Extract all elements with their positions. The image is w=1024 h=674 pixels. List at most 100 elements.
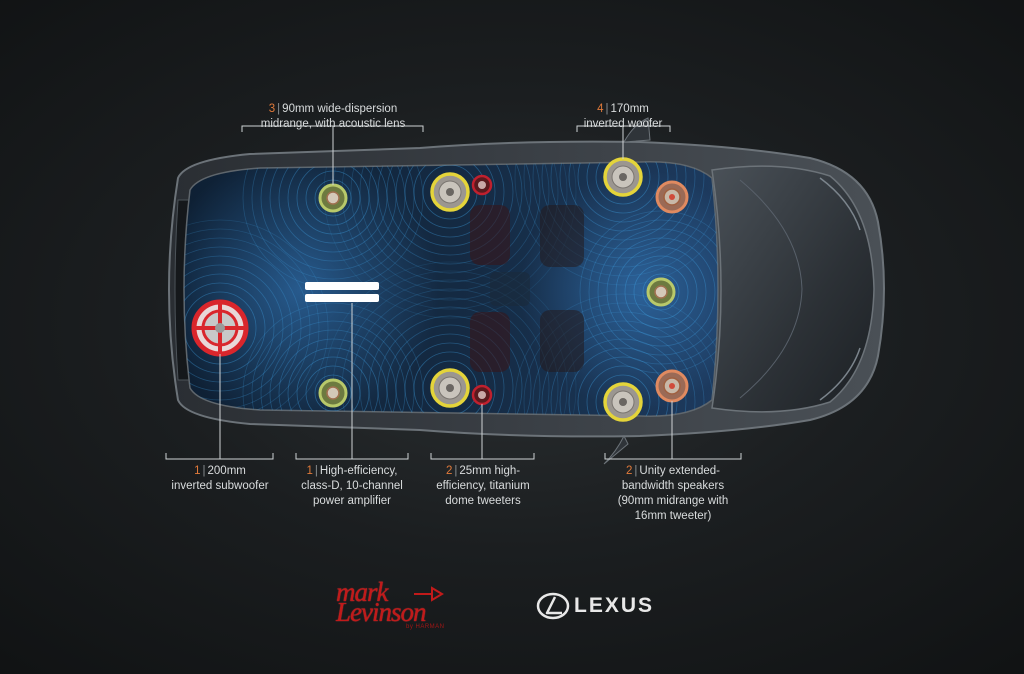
sound-wave-ring xyxy=(579,210,718,374)
sound-wave-ring xyxy=(278,338,388,417)
sound-wave-ring xyxy=(597,228,718,356)
logo-subtext: by HARMAN xyxy=(406,624,445,630)
callout-text: efficiency, titanium xyxy=(436,480,530,492)
sound-wave-ring xyxy=(287,347,379,417)
callout-text: 170mm xyxy=(610,103,649,115)
midrange-speaker-icon xyxy=(318,183,348,213)
callout-amplifier: 1|High-efficiency, class-D, 10-channel p… xyxy=(290,464,414,509)
sound-wave-ring xyxy=(260,320,406,417)
sound-wave-ring xyxy=(386,324,514,417)
callout-text: 25mm high- xyxy=(459,465,521,477)
sound-wave-ring xyxy=(550,329,696,417)
sound-wave-ring xyxy=(359,297,541,417)
woofer-speaker-icon xyxy=(430,368,470,408)
callout-text: inverted subwoofer xyxy=(171,480,269,492)
sound-wave-ring xyxy=(269,161,397,262)
lexus-wordmark: LEXUS xyxy=(574,594,655,617)
sound-wave-ring xyxy=(260,161,406,271)
sound-wave-ring xyxy=(588,219,718,365)
woofer-speaker-icon xyxy=(430,172,470,212)
sound-wave-ring xyxy=(184,219,329,417)
sound-wave-ring xyxy=(278,161,388,253)
seats xyxy=(470,205,584,372)
sound-wave-ring xyxy=(359,161,541,283)
sound-wave-ring xyxy=(559,161,687,241)
sound-wave-ring xyxy=(514,293,718,417)
sound-wave-ring xyxy=(287,161,379,244)
sound-wave-ring xyxy=(251,311,415,417)
leader-lines xyxy=(165,125,742,460)
callout-text: inverted woofer xyxy=(583,118,663,130)
sound-wave-ring xyxy=(586,161,660,214)
sound-wave-ring xyxy=(633,264,689,320)
sound-wave-ring xyxy=(350,288,550,417)
amplifier-icon xyxy=(305,282,379,302)
sound-wave-ring xyxy=(296,356,370,417)
sound-wave-ring xyxy=(269,329,397,417)
callout-text: class-D, 10-channel xyxy=(301,480,403,492)
car-hood xyxy=(711,165,875,413)
sound-wave-ring xyxy=(368,161,532,274)
sound-wave-ring xyxy=(523,161,718,277)
sound-wave-ring xyxy=(595,374,651,417)
callout-text: midrange, with acoustic lens xyxy=(260,118,406,130)
sound-wave-ring xyxy=(242,302,424,417)
callout-text: 16mm tweeter) xyxy=(634,510,712,522)
tweeter-speaker-icon xyxy=(471,174,493,196)
callout-number: 1 xyxy=(306,465,313,477)
callout-text: power amplifier xyxy=(313,495,391,507)
callout-number: 3 xyxy=(268,103,276,115)
sound-wave-ring xyxy=(577,161,669,223)
sound-wave-ring xyxy=(404,342,496,417)
sound-wave-ring xyxy=(595,161,651,205)
callout-text: High-efficiency, xyxy=(319,465,398,477)
midrange-speaker-icon xyxy=(318,378,348,408)
sound-wave-ring xyxy=(314,374,352,412)
sound-wave-ring xyxy=(642,273,680,311)
woofer-speaker-icon xyxy=(603,382,643,422)
callout-number: 4 xyxy=(597,103,604,115)
callout-woofer: 4|170mm inverted woofer xyxy=(574,102,672,132)
callout-text: dome tweeters xyxy=(445,495,521,507)
lexus-emblem-icon xyxy=(536,592,570,620)
sound-wave-ring xyxy=(251,161,415,280)
unity-speaker-icon xyxy=(655,369,689,403)
sound-wave-ring xyxy=(305,365,361,417)
callout-unity: 2|Unity extended- bandwidth speakers (90… xyxy=(598,464,748,524)
lexus-logo: LEXUS xyxy=(536,590,686,624)
sound-wave-ring xyxy=(624,255,698,329)
sound-wave-ring xyxy=(368,306,532,417)
sound-wave-ring xyxy=(350,161,550,292)
sound-wave-ring xyxy=(514,161,718,286)
woofer-speaker-icon xyxy=(603,157,643,197)
sound-wave-ring xyxy=(377,161,523,265)
callout-text: Unity extended- xyxy=(639,465,720,477)
callout-text: 200mm xyxy=(207,465,246,477)
callout-tweeters: 2|25mm high- efficiency, titanium dome t… xyxy=(424,464,542,509)
side-mirror-bottom xyxy=(603,434,629,465)
mark-levinson-logo: mark Levinson by HARMAN xyxy=(336,578,476,632)
sound-wave-ring xyxy=(184,228,320,417)
sound-wave-ring xyxy=(550,161,696,250)
midrange-speaker-icon xyxy=(646,277,676,307)
callout-text: (90mm midrange with xyxy=(617,495,729,507)
callout-subwoofer: 1|200mm inverted subwoofer xyxy=(160,464,280,494)
sound-wave-ring xyxy=(386,161,514,256)
sound-wave-ring xyxy=(615,246,707,338)
sound-wave-ring xyxy=(559,338,687,417)
sound-wave-ring xyxy=(184,237,311,417)
logo-text: mark xyxy=(336,577,388,607)
logo-text: Levinson xyxy=(336,597,426,627)
subwoofer-icon xyxy=(191,299,249,357)
sound-wave-ring xyxy=(606,237,716,347)
unity-speaker-icon xyxy=(655,180,689,214)
callout-text: 90mm wide-dispersion xyxy=(282,103,398,115)
sound-wave-ring xyxy=(523,302,718,417)
side-mirror-top xyxy=(623,117,651,143)
callout-number: 2 xyxy=(626,465,633,477)
sound-wave-ring xyxy=(377,315,523,417)
sound-wave-ring xyxy=(541,161,705,259)
sound-wave-ring xyxy=(568,347,678,417)
callout-number: 1 xyxy=(194,465,201,477)
